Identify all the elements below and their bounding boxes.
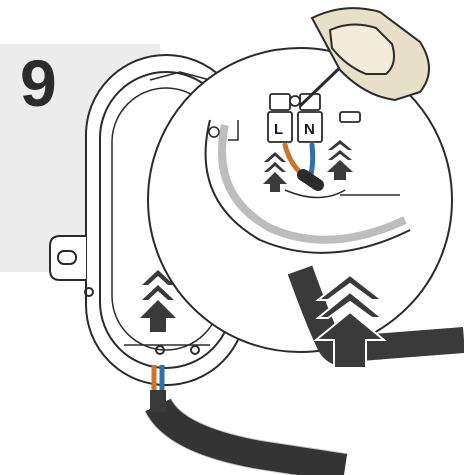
terminal-l-label: L: [274, 121, 283, 138]
terminal-n-label: N: [304, 121, 315, 138]
